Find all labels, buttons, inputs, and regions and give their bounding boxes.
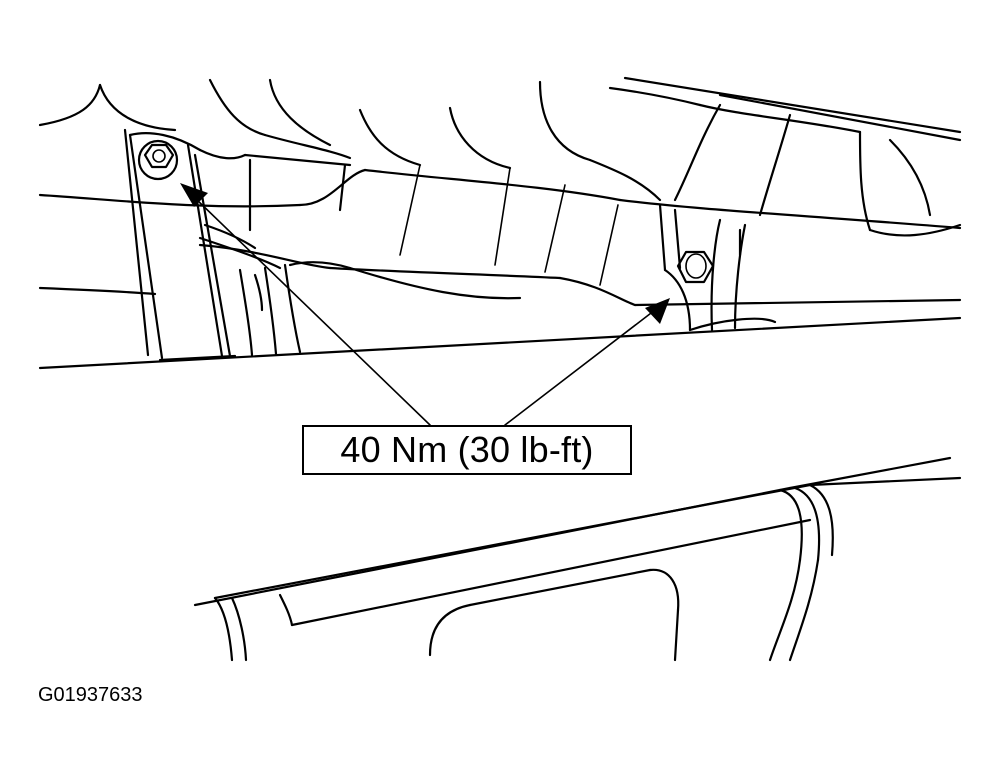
frame-rail: [193, 456, 962, 662]
underbody-line: [38, 298, 962, 370]
figure-id: G01937633: [38, 684, 143, 706]
torque-label: 40 Nm (30 lb-ft): [340, 429, 594, 470]
bolt-icon: [137, 139, 179, 181]
nut-icon: [676, 250, 715, 284]
exhaust-pipe: [38, 164, 962, 307]
left-hanger-bracket: [123, 128, 352, 360]
callout-leaders: [180, 183, 670, 426]
torque-callout: 40 Nm (30 lb-ft): [302, 425, 632, 475]
right-hanger-bracket: [658, 203, 777, 332]
floor-pan: [38, 76, 962, 237]
